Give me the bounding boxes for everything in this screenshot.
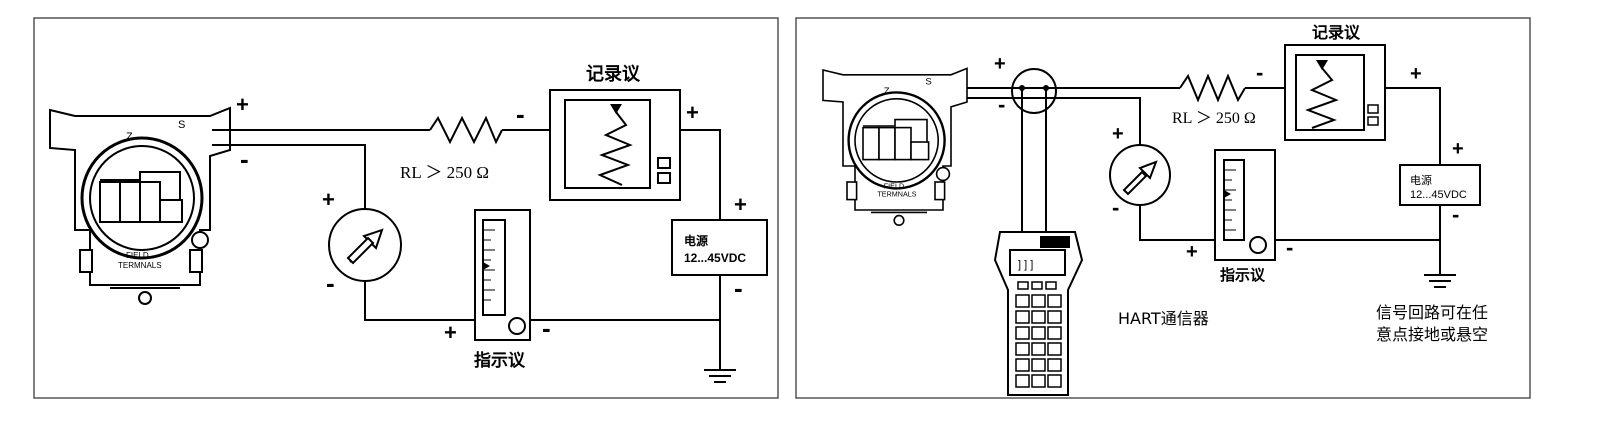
left-resistor (429, 115, 503, 145)
left-ground-symbol (704, 369, 736, 383)
right-transmitter-plus: + (994, 53, 1006, 75)
left-recorder-minus: - (516, 99, 525, 129)
left-transmitter: Z S FIELD TERMNALS (48, 106, 232, 306)
right-connection-dot (1019, 85, 1025, 91)
right-recorder-label: 记录议 (1312, 23, 1361, 42)
right-ground-symbol (1424, 274, 1456, 288)
left-recorder (549, 89, 681, 201)
right-indicator-plus: + (1186, 241, 1198, 263)
left-terminal-s-label: S (178, 119, 185, 131)
left-transmitter-plus: + (236, 92, 249, 117)
right-indicator-label: 指示议 (1220, 266, 1266, 284)
left-power-plus: + (734, 192, 747, 217)
left-power-supply: 电源 12...45VDC (671, 219, 768, 276)
left-terminal-z-label: Z (126, 131, 133, 143)
right-panel: Z S FIELD TERMNALS RL ＞ 250 Ω (795, 17, 1531, 399)
left-recorder-label: 记录议 (586, 64, 641, 85)
right-meter-minus: - (1112, 195, 1119, 220)
left-panel: Z S FIELD TERMNALS RL ＞ 250 Ω 记录议 (33, 17, 779, 399)
left-current-meter (328, 208, 402, 282)
right-resistor (1179, 73, 1246, 103)
left-terminals-label: TERMNALS (118, 261, 162, 270)
left-recorder-plus: + (686, 100, 699, 125)
right-grounding-note-line-2: 意点接地或悬空 (1376, 325, 1488, 344)
right-grounding-note-line-1: 信号回路可在任 (1376, 303, 1488, 322)
left-meter-plus: + (322, 187, 335, 212)
right-power-supply: 电源 12...45VDC (1399, 164, 1481, 206)
left-indicator-minus: - (542, 313, 551, 343)
right-recorder-minus: - (1256, 60, 1263, 85)
right-recorder-plus: + (1410, 63, 1422, 85)
right-power-label: 电源 (1410, 173, 1432, 187)
right-recorder (1284, 44, 1386, 141)
right-terminals-label: TERMNALS (877, 189, 916, 198)
left-field-label: FIELD (126, 251, 149, 260)
left-wires (212, 129, 721, 370)
right-indicator (1214, 149, 1276, 261)
right-hart-communicator-label: HART通信器 (1118, 309, 1209, 328)
right-voltage-label: 12...45VDC (1410, 189, 1467, 201)
left-polarity-signs: + - - + + - + - + - (236, 92, 747, 345)
left-indicator (474, 209, 531, 341)
left-transmitter-minus: - (240, 144, 249, 174)
right-field-label: FIELD (884, 181, 904, 190)
right-transmitter-minus: - (998, 92, 1005, 117)
left-indicator-plus: + (444, 320, 457, 345)
right-resistor-label: RL ＞ 250 Ω (1172, 110, 1256, 127)
svg-text:] ] ]: ] ] ] (1018, 259, 1033, 271)
left-indicator-label: 指示议 (474, 350, 526, 371)
right-polarity-signs: + - - + + - + - + - (994, 53, 1464, 263)
left-resistor-label: RL ＞ 250 Ω (400, 163, 489, 182)
left-power-minus: - (734, 273, 743, 303)
right-indicator-minus: - (1286, 235, 1293, 260)
left-voltage-label: 12...45VDC (684, 251, 746, 265)
right-terminal-s-label: S (925, 76, 931, 87)
right-hart-connection-clip (1011, 68, 1057, 114)
left-meter-minus: - (326, 268, 335, 298)
right-hart-communicator: ] ] ] (993, 231, 1084, 396)
right-current-meter (1109, 144, 1171, 206)
left-power-label: 电源 (684, 233, 708, 248)
right-terminal-z-label: Z (884, 86, 890, 97)
right-power-minus: - (1452, 202, 1459, 227)
right-connection-dot (1043, 85, 1049, 91)
right-wires (967, 87, 1441, 275)
right-transmitter: Z S FIELD TERMNALS (821, 67, 969, 227)
right-power-plus: + (1452, 138, 1464, 160)
right-meter-plus: + (1112, 123, 1124, 145)
